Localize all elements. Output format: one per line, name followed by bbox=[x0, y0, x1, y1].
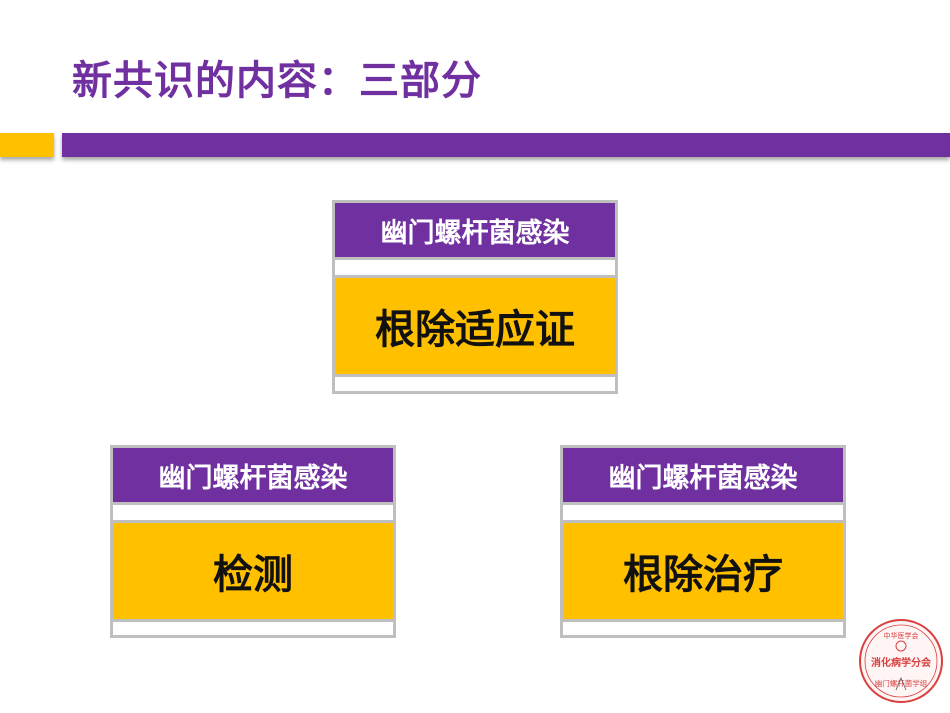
card-header: 幽门螺杆菌感染 bbox=[560, 445, 846, 505]
card-eradication-indications: 幽门螺杆菌感染 根除适应证 bbox=[332, 200, 618, 394]
card-body: 检测 bbox=[113, 520, 393, 622]
title-underline-purple bbox=[62, 133, 950, 157]
card-body: 根除治疗 bbox=[563, 520, 843, 622]
card-eradication-treatment: 幽门螺杆菌感染 根除治疗 bbox=[560, 445, 846, 638]
society-seal-logo: 中华医学会 消化病学分会 幽门螺杆菌学组 bbox=[859, 619, 943, 703]
seal-bottom-text: 幽门螺杆菌学组 bbox=[875, 678, 928, 688]
seal-mid-text: 消化病学分会 bbox=[871, 656, 931, 669]
slide-title: 新共识的内容：三部分 bbox=[72, 58, 482, 104]
card-body: 根除适应证 bbox=[335, 275, 615, 377]
card-header: 幽门螺杆菌感染 bbox=[332, 200, 618, 260]
title-underline-yellow bbox=[0, 133, 54, 157]
card-header: 幽门螺杆菌感染 bbox=[110, 445, 396, 505]
card-detection: 幽门螺杆菌感染 检测 bbox=[110, 445, 396, 638]
seal-top-text: 中华医学会 bbox=[884, 631, 919, 640]
